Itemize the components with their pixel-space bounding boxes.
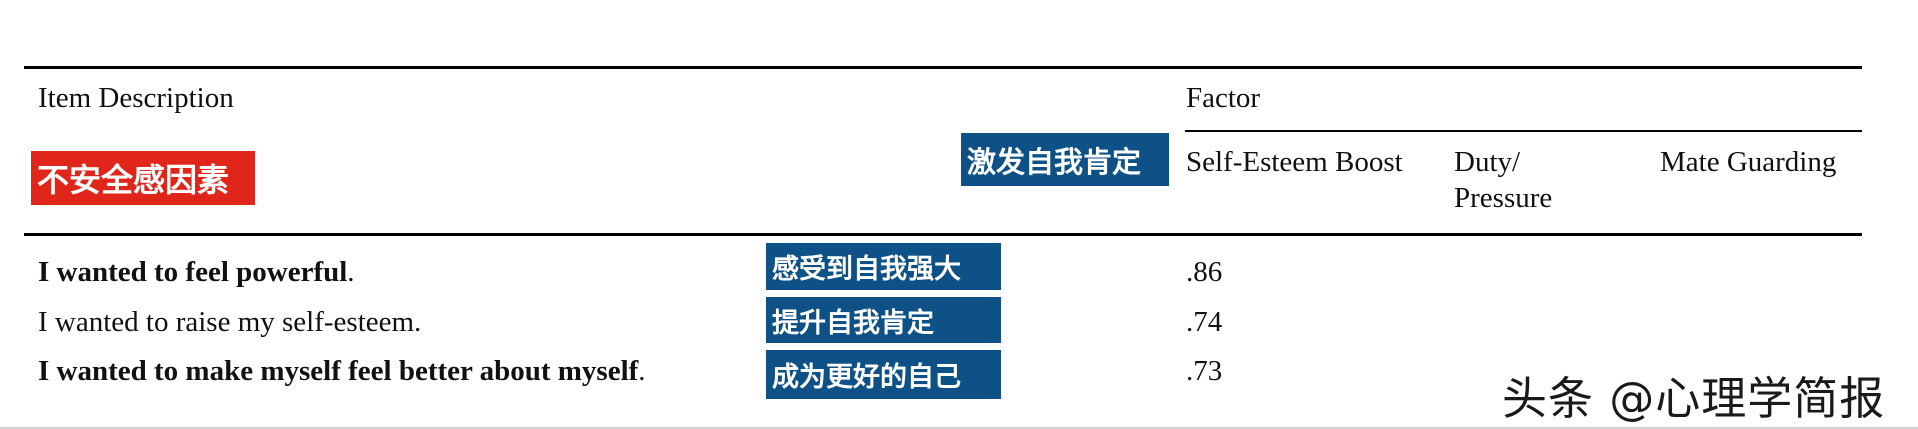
- column-mate-guarding: Mate Guarding: [1660, 146, 1837, 178]
- table-row: I wanted to feel powerful.: [38, 254, 355, 290]
- factor-loading: .74: [1186, 306, 1223, 338]
- item-description-header: Item Description: [38, 82, 234, 114]
- watermark: 头条 @心理学简报: [1502, 372, 1886, 425]
- factor-header: Factor: [1186, 82, 1261, 114]
- bottom-divider: [0, 427, 1918, 429]
- table-row: I wanted to make myself feel better abou…: [38, 353, 646, 389]
- column-self-esteem-boost: Self-Esteem Boost: [1186, 146, 1403, 178]
- row-annotation: 提升自我肯定: [766, 297, 1001, 343]
- factor-loading: .86: [1186, 256, 1223, 288]
- item-text: I wanted to make myself feel better abou…: [38, 355, 639, 387]
- table-header-rule: [24, 233, 1862, 236]
- insecurity-factor-annotation: 不安全感因素: [31, 151, 255, 205]
- self-esteem-factor-annotation: 激发自我肯定: [961, 133, 1169, 186]
- table-row: I wanted to raise my self-esteem.: [38, 304, 421, 340]
- row-annotation: 感受到自我强大: [766, 243, 1001, 290]
- item-suffix: .: [347, 256, 355, 288]
- item-text: I wanted to raise my self-esteem.: [38, 306, 422, 338]
- factor-loading: .73: [1186, 355, 1223, 387]
- factor-header-rule: [1185, 130, 1862, 132]
- column-duty-pressure: Duty/ Pressure: [1454, 146, 1553, 214]
- item-suffix: .: [638, 355, 646, 387]
- table-top-rule: [24, 66, 1862, 69]
- item-text: I wanted to feel powerful: [38, 256, 348, 288]
- row-annotation: 成为更好的自己: [766, 350, 1001, 399]
